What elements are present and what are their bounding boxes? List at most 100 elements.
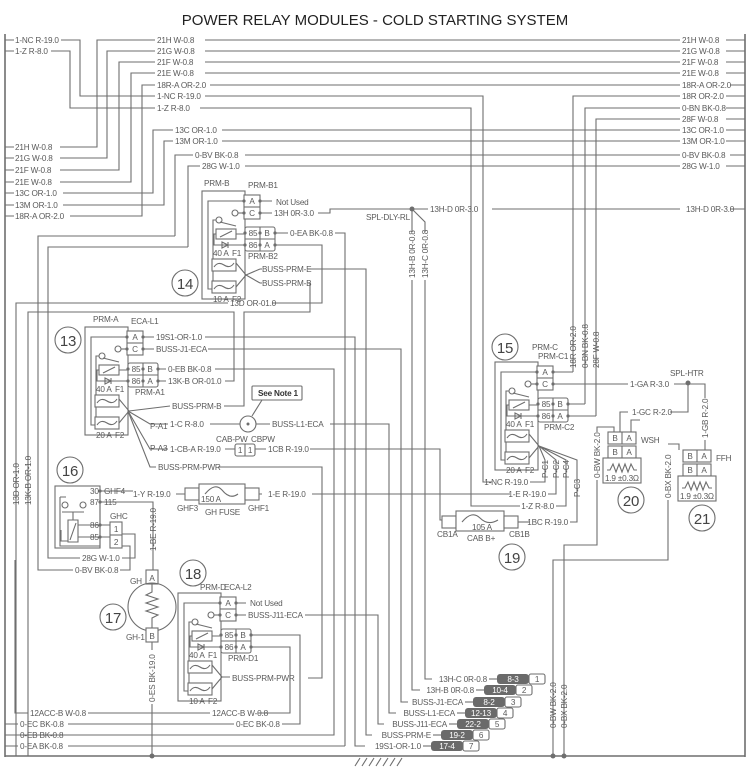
resistance-label: 1.9 ±0.3Ω xyxy=(605,474,639,483)
cavity-badge xyxy=(431,741,463,751)
connector-name: PRM-C1 xyxy=(538,352,569,361)
wire-label: 21H W-0.8 xyxy=(682,36,720,45)
pin-label: 86 xyxy=(249,241,258,250)
pin-label: 85 xyxy=(132,365,141,374)
wire-label: BUSS-PRM-PWR xyxy=(232,674,295,683)
heaters: 1-GA R-3.0 SPL-HTR 1-GC R-2.0 1-GB R-2.0… xyxy=(549,369,732,759)
connector-name: PRM-D1 xyxy=(228,654,259,663)
cavity-badge xyxy=(465,708,497,718)
module-number: 21 xyxy=(694,511,710,528)
wire-label: 1-NC R-19.0 xyxy=(157,92,201,101)
cavity-badge xyxy=(484,685,516,695)
module-number: 16 xyxy=(62,463,78,480)
connector-name: GHC xyxy=(110,512,128,521)
pin-label: A xyxy=(626,448,632,457)
cavity-label: 8-2 xyxy=(483,698,495,707)
connector-name: GH xyxy=(130,577,142,586)
wire-label: 13C OR-1.0 xyxy=(175,126,217,135)
wire-label: 13H-C 0R-0.8 xyxy=(421,229,430,278)
wire-label: 1-GC R-2.0 xyxy=(632,408,673,417)
breaker-rating: 105 A xyxy=(472,523,493,532)
splice-label: SPL-HTR xyxy=(670,369,704,378)
wire-label: BUSS-J1-ECA xyxy=(156,345,208,354)
fuse-rating: 40 A xyxy=(213,249,229,258)
cavity-number-box xyxy=(496,707,514,719)
fuse-label: F1 xyxy=(525,420,535,429)
pin-label: 85 xyxy=(542,400,551,409)
wire-label: 13D OR-01.0 xyxy=(230,299,277,308)
connector-name: GHF3 xyxy=(177,504,199,513)
wire-label: 0-EB BK-0.8 xyxy=(20,731,64,740)
pin-label: B xyxy=(687,452,693,461)
pin-label: A xyxy=(147,377,153,386)
wire-label: 0-BV BK-0.8 xyxy=(195,151,239,160)
wire-label: 0-BV BK-0.8 xyxy=(75,566,119,575)
module-number: 20 xyxy=(623,493,639,510)
splice-label: SPL-DLY-RL xyxy=(366,213,411,222)
pin-label: P-C4 xyxy=(562,459,571,478)
module-number: 17 xyxy=(105,610,121,627)
wire-label: 28F W-0.8 xyxy=(682,115,719,124)
wire-label: 1CB R-19.0 xyxy=(268,445,309,454)
wire-label: BUSS-PRM-B xyxy=(262,279,312,288)
wire-label: BUSS-PRM-E xyxy=(262,265,312,274)
wire-label: 0-BX BK-2.0 xyxy=(560,684,569,728)
note-callout-text: See Note 1 xyxy=(258,389,299,398)
cavity-number-box xyxy=(504,696,522,708)
wire-label: BUSS-J11-ECA xyxy=(248,611,304,620)
wire-label: 21G W-0.8 xyxy=(682,47,720,56)
connector-list-wire: BUSS-L1-ECA xyxy=(404,709,456,718)
wire-label: 13M OR-1.0 xyxy=(682,137,725,146)
wire-label: 21H W-0.8 xyxy=(15,143,53,152)
wire-label: 18R OR-2.0 xyxy=(682,92,724,101)
top-labels: 1-NC R-19.0 1-Z R-8.0 21H W-0.8 21G W-0.… xyxy=(15,36,735,278)
module-number: 14 xyxy=(177,276,193,293)
relay-name: PRM-D xyxy=(200,583,226,592)
fuse-rating: 20 A xyxy=(506,466,522,475)
fuse-label: F1 xyxy=(232,249,242,258)
resistance-label: 1.9 ±0.3Ω xyxy=(680,492,714,501)
connector-name: CAB-PW xyxy=(216,435,248,444)
wire-label: 21G W-0.8 xyxy=(157,47,195,56)
pin-label: 85 xyxy=(90,533,99,542)
wire-label: 12ACC-B W-0.8 xyxy=(212,709,269,718)
wire-label: 1-NC R-19.0 xyxy=(15,36,59,45)
connector-list-wire: BUSS-J11-ECA xyxy=(392,720,448,729)
note-callout xyxy=(251,385,303,401)
pin-label: 87 xyxy=(90,498,99,507)
cavity-badge xyxy=(441,730,473,740)
fuse-label: F2 xyxy=(208,697,218,706)
wire-label: 18R-A OR-2.0 xyxy=(157,81,207,90)
wire-label: 0-EB BK-0.8 xyxy=(168,365,212,374)
wire-label: 1-E R-19.0 xyxy=(268,490,306,499)
pin-label: 1 xyxy=(238,446,243,455)
connector-list-wire: 19S1-OR-1.0 xyxy=(375,742,422,751)
wire-label: BUSS-PRM-PWR xyxy=(158,463,221,472)
pin-label: C xyxy=(132,345,138,354)
pin-label: P-A3 xyxy=(150,444,168,453)
cavity-number-box xyxy=(515,684,533,696)
pin-label: 1 xyxy=(114,525,119,534)
wire-label: 13M OR-1.0 xyxy=(15,201,58,210)
pin-label: 115 xyxy=(104,498,117,507)
connector-name: ECA-L2 xyxy=(224,583,252,592)
wire-label: 21E W-0.8 xyxy=(682,69,719,78)
cavity-number-box xyxy=(462,740,480,752)
pin-label: A xyxy=(701,452,707,461)
wire-label: 13M OR-1.0 xyxy=(175,137,218,146)
pin-label: B xyxy=(264,229,270,238)
fuse-rating: 20 A xyxy=(96,431,112,440)
cavity-label: 8-3 xyxy=(507,675,519,684)
pin-label: B xyxy=(240,631,246,640)
cavity-number: 1 xyxy=(535,675,540,684)
wire-label: 13K-B OR-01.0 xyxy=(168,377,222,386)
pin-label: 86 xyxy=(132,377,141,386)
pin-label: A xyxy=(264,241,270,250)
module-15-prm-c: 15 PRM-C 18R OR-2.0 0-BN BK-0.8 28F W-0.… xyxy=(484,324,628,527)
wire-label: 1-NC R-19.0 xyxy=(484,478,528,487)
wire-label: 13H-D 0R-3.0 xyxy=(686,205,735,214)
wire-label: 21F W-0.8 xyxy=(682,58,719,67)
wire-label: 1-Z R-8.0 xyxy=(157,104,190,113)
connector-name: PRM-A1 xyxy=(135,388,165,397)
wire-label: 21F W-0.8 xyxy=(15,166,52,175)
